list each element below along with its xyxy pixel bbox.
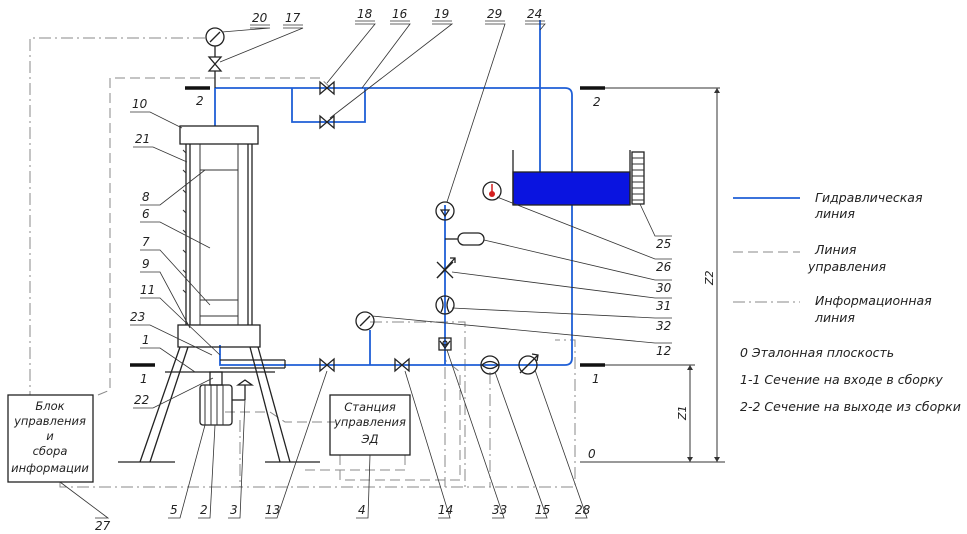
svg-text:Гидравлическая: Гидравлическая [815,190,923,205]
inlet-pipe [220,359,286,369]
svg-text:управления: управления [13,414,86,428]
svg-text:сбора: сбора [33,444,68,458]
legend: Гидравлическая линия Линия управления Ин… [733,190,961,414]
information-lines [29,37,576,488]
label-13: 13 [265,503,280,517]
label-4: 4 [358,503,366,517]
valve-19 [319,114,335,130]
svg-text:Станция: Станция [344,400,396,414]
label-12: 12 [656,344,671,358]
svg-text:Z1: Z1 [676,405,689,421]
svg-text:и: и [46,429,54,443]
label-10: 10 [132,97,148,111]
flow-meter-15 [480,355,500,375]
svg-text:2: 2 [593,95,601,109]
svg-text:информации: информации [11,461,89,475]
label-15: 15 [535,503,550,517]
valve-17 [207,56,223,72]
label-28: 28 [575,503,591,517]
svg-text:0: 0 [588,447,596,461]
label-2: 2 [200,503,208,517]
column-assembly [177,125,261,348]
label-18: 18 [357,7,373,21]
label-14: 14 [438,503,453,517]
svg-text:управления: управления [807,259,887,274]
meter-32 [435,295,455,315]
sensor-29 [435,201,455,221]
label-21: 21 [135,132,150,146]
label-17: 17 [285,11,301,25]
label-22: 22 [134,393,149,407]
label-5: 5 [170,503,178,517]
label-25: 25 [656,237,671,251]
label-16: 16 [392,7,408,21]
svg-text:1: 1 [592,372,600,386]
throttle-31 [436,257,456,279]
valve-14 [394,357,410,373]
pressure-gauge-20 [205,27,225,88]
svg-text:управления: управления [333,415,406,429]
svg-text:0 Эталонная плоскость: 0 Эталонная плоскость [740,345,894,360]
svg-text:Информационная: Информационная [815,293,932,308]
label-11: 11 [140,283,155,297]
svg-text:линия: линия [814,310,855,325]
svg-text:1-1 Сечение на входе в сборку: 1-1 Сечение на входе в сборку [740,372,943,387]
motor [199,371,255,426]
svg-text:Z2: Z2 [703,270,716,286]
label-27: 27 [95,519,111,533]
svg-text:линия: линия [814,206,855,221]
label-30: 30 [656,281,672,295]
part-labels: 20 17 18 16 19 29 24 10 21 8 6 7 9 11 23… [95,7,672,533]
svg-text:1: 1 [140,372,148,386]
gauge-28 [518,353,539,375]
label-33: 33 [492,503,507,517]
label-23: 23 [130,310,145,324]
section-marks: 2 2 1 1 0 Z1 Z2 [130,86,725,463]
control-lines [97,77,461,481]
svg-text:2: 2 [196,94,204,108]
accumulator-30 [445,232,485,246]
label-32: 32 [656,319,671,333]
label-24: 24 [527,7,542,21]
check-valve-33 [438,337,452,351]
valve-18 [319,80,335,96]
label-29: 29 [487,7,502,21]
svg-text:ЭД: ЭД [360,432,378,446]
hydraulic-lines [214,20,573,366]
label-26: 26 [656,260,672,274]
svg-text:Блок: Блок [35,399,64,413]
leader-lines [59,23,672,519]
control-unit-box: Блок управления и сбора информации [7,394,94,483]
label-7: 7 [142,235,150,249]
label-9: 9 [142,257,150,271]
label-1: 1 [142,333,150,347]
label-3: 3 [230,503,238,517]
label-31: 31 [656,299,671,313]
svg-text:2-2 Сечение на выходе из сбор: 2-2 Сечение на выходе из сборки [740,399,961,414]
top-flange [179,125,259,145]
svg-text:Линия: Линия [814,242,857,257]
label-8: 8 [142,190,150,204]
label-19: 19 [434,7,449,21]
valve-13 [319,357,335,373]
bottom-flange [177,324,261,348]
label-20: 20 [252,11,268,25]
label-6: 6 [142,207,150,221]
tank [482,150,645,206]
pressure-gauge-12 [355,311,375,331]
station-box: Станция управления ЭД [329,394,411,456]
